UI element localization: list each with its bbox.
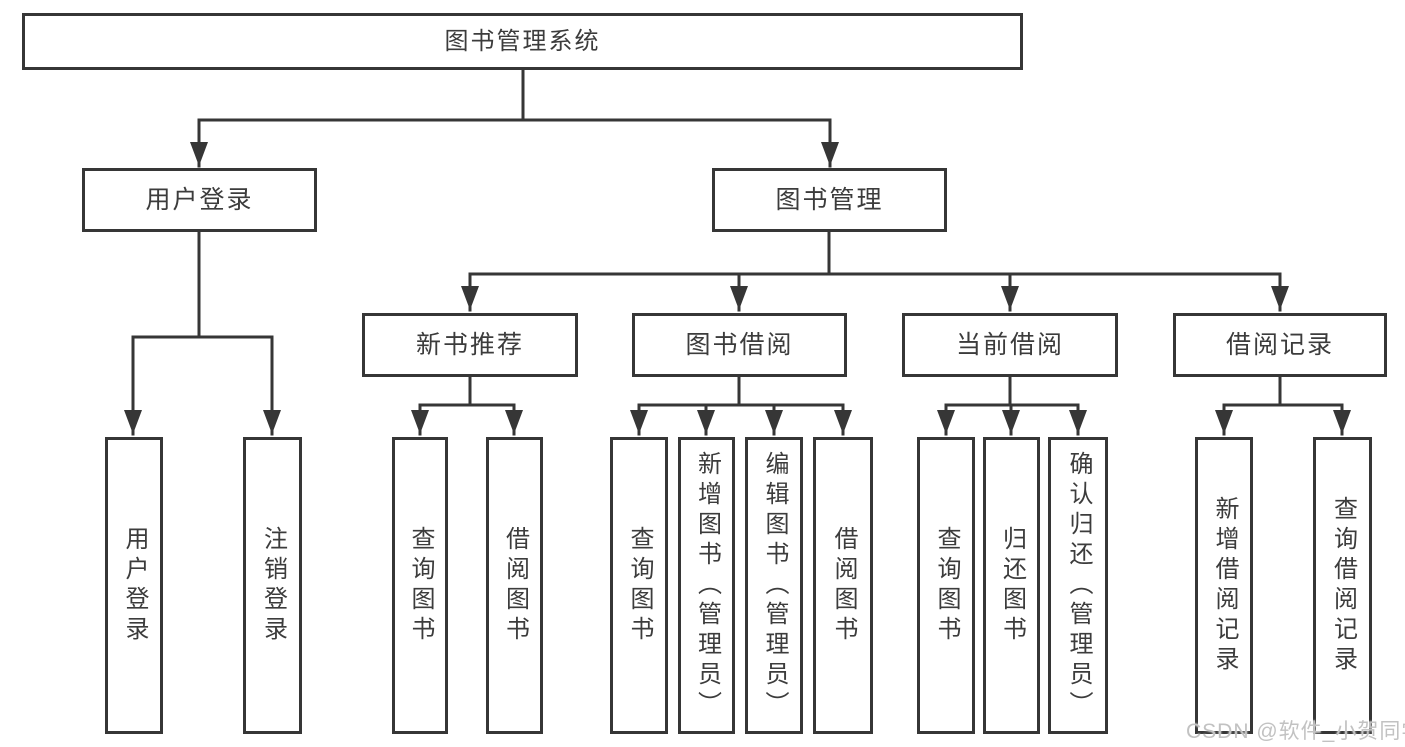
leaf-return-books: 归还图书 (983, 437, 1040, 734)
node-current-borrow: 当前借阅 (902, 313, 1118, 377)
leaf-borrow-books: 借阅图书 (813, 437, 873, 734)
leaf-edit-books-admin: 编辑图书（管理员） (745, 437, 803, 734)
node-book-borrow: 图书借阅 (632, 313, 847, 377)
node-user-login: 用户登录 (82, 168, 317, 232)
csdn-watermark: CSDN @软件_小贺同学 (1186, 720, 1405, 743)
leaf-logout: 注销登录 (243, 437, 302, 734)
leaf-query-books-current: 查询图书 (917, 437, 975, 734)
leaf-add-books-admin: 新增图书（管理员） (678, 437, 735, 734)
node-new-book-recommend: 新书推荐 (362, 313, 578, 377)
leaf-borrow-books-recommend: 借阅图书 (486, 437, 543, 734)
leaf-user-login: 用户登录 (105, 437, 163, 734)
node-borrow-records: 借阅记录 (1173, 313, 1387, 377)
leaf-confirm-return-admin: 确认归还（管理员） (1048, 437, 1108, 734)
leaf-add-borrow-record: 新增借阅记录 (1195, 437, 1253, 734)
node-book-management: 图书管理 (712, 168, 947, 232)
node-library-management-system: 图书管理系统 (22, 13, 1023, 70)
leaf-query-borrow-record: 查询借阅记录 (1313, 437, 1372, 734)
leaf-query-books-recommend: 查询图书 (392, 437, 448, 734)
leaf-query-books-borrow: 查询图书 (610, 437, 668, 734)
